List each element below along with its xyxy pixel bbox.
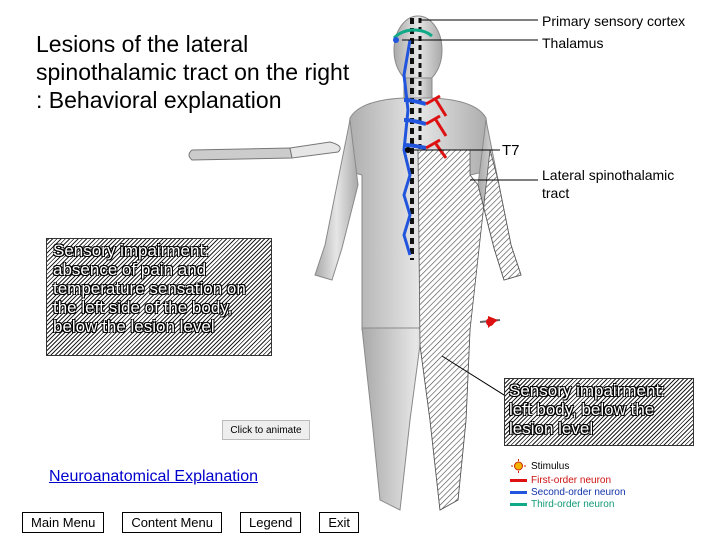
thalamus-label: Thalamus	[542, 35, 604, 51]
thalamus-marker	[393, 37, 399, 43]
page-title: Lesions of the lateral spinothalamic tra…	[36, 31, 350, 113]
pin-stimulus-icon	[479, 316, 501, 328]
scalpel-icon	[188, 141, 341, 161]
impairment-box-right: Sensory impairment: left body, below the…	[504, 378, 694, 446]
tract-label: Lateral spinothalamic tract	[542, 167, 675, 201]
third-order-pathway	[392, 28, 433, 40]
exit-button[interactable]: Exit	[319, 512, 360, 533]
callout-lines	[402, 19, 538, 401]
t7-level-label: T7	[502, 142, 520, 159]
content-menu-button[interactable]: Content Menu	[122, 512, 222, 533]
legend-second-order-label: Second-order neuron	[531, 486, 626, 498]
second-order-swatch	[510, 490, 527, 494]
legend-button[interactable]: Legend	[239, 512, 302, 533]
nav-bar: Main Menu Content Menu Legend Exit	[22, 512, 360, 533]
stimulus-icon	[511, 459, 526, 473]
first-order-swatch	[510, 478, 527, 482]
impairment-box-left: Sensory impairment: absence of pain and …	[46, 238, 272, 356]
first-order-neurons	[425, 94, 448, 159]
third-order-swatch	[510, 502, 527, 506]
legend-stimulus-label: Stimulus	[531, 460, 570, 472]
legend-first-order-label: First-order neuron	[531, 474, 612, 486]
second-order-pathway	[402, 39, 412, 256]
cortex-label: Primary sensory cortex	[542, 13, 686, 29]
impaired-region-hatch	[417, 149, 522, 511]
legend-panel: Stimulus First-order neuron Second-order…	[510, 458, 626, 510]
lesion-marker-t7	[405, 147, 411, 153]
legend-third-order-label: Third-order neuron	[531, 498, 615, 510]
animate-button[interactable]: Click to animate	[222, 420, 310, 440]
main-menu-button[interactable]: Main Menu	[22, 512, 105, 533]
neuroanatomical-explanation-link[interactable]: Neuroanatomical Explanation	[49, 468, 259, 485]
second-order-branches	[403, 98, 427, 150]
